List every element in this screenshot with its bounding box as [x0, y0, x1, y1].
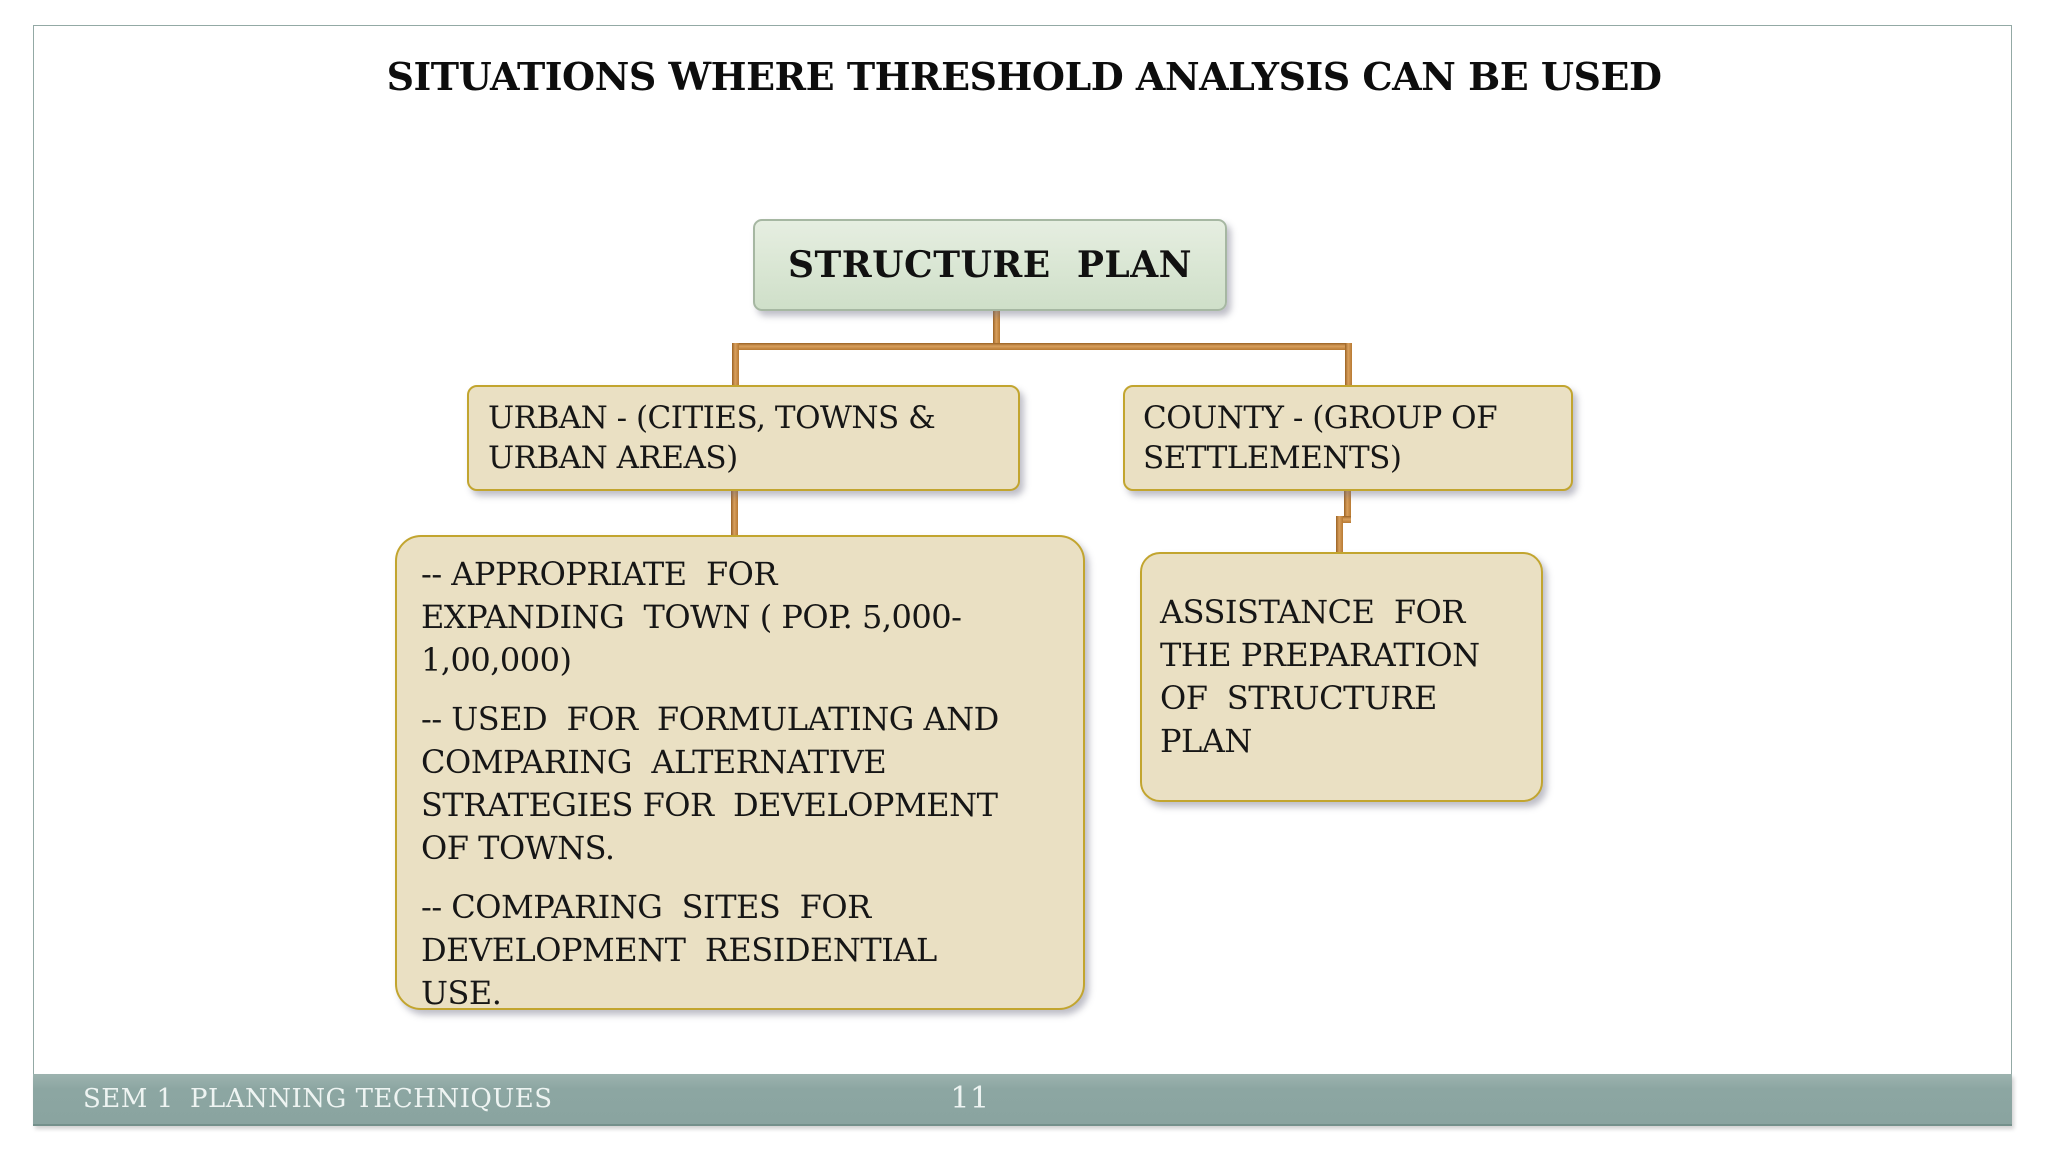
- footer-subject-label: PLANNING TECHNIQUES: [190, 1084, 553, 1114]
- connector-left-drop: [732, 343, 739, 391]
- node-county: COUNTY - (GROUP OF SETTLEMENTS): [1123, 385, 1573, 491]
- node-urban-label: URBAN - (CITIES, TOWNS & URBAN AREAS): [488, 400, 936, 476]
- connector-right-drop: [1345, 343, 1352, 391]
- node-assistance-label: ASSISTANCE FOR THE PREPARATION OF STRUCT…: [1160, 593, 1480, 760]
- connector-root-stub: [993, 309, 1000, 347]
- node-urban-details: -- APPROPRIATE FOR EXPANDING TOWN ( POP.…: [395, 535, 1085, 1012]
- connector-county-jog: [1336, 516, 1351, 523]
- slide-title: SITUATIONS WHERE THRESHOLD ANALYSIS CAN …: [386, 54, 1662, 99]
- node-assistance: ASSISTANCE FOR THE PREPARATION OF STRUCT…: [1140, 552, 1543, 802]
- node-county-label: COUNTY - (GROUP OF SETTLEMENTS): [1143, 400, 1498, 476]
- urban-detail-bullet-3: -- COMPARING SITES FOR DEVELOPMENT RESID…: [421, 888, 937, 1012]
- node-structure-plan: STRUCTURE PLAN: [753, 219, 1227, 311]
- urban-detail-bullet-2: -- USED FOR FORMULATING AND COMPARING AL…: [421, 700, 999, 867]
- connector-county-down-2: [1336, 516, 1343, 556]
- node-urban: URBAN - (CITIES, TOWNS & URBAN AREAS): [467, 385, 1020, 491]
- connector-county-down-1: [1344, 485, 1351, 523]
- connector-urban-to-detail: [731, 485, 738, 540]
- footer-page-number: 11: [950, 1081, 990, 1116]
- footer-course-label: SEM 1: [83, 1084, 174, 1114]
- connector-horizontal: [732, 343, 1352, 350]
- footer-bar: SEM 1 PLANNING TECHNIQUES 11: [33, 1074, 2012, 1126]
- urban-detail-bullet-1: -- APPROPRIATE FOR EXPANDING TOWN ( POP.…: [421, 555, 962, 679]
- node-structure-plan-label: STRUCTURE PLAN: [787, 244, 1193, 286]
